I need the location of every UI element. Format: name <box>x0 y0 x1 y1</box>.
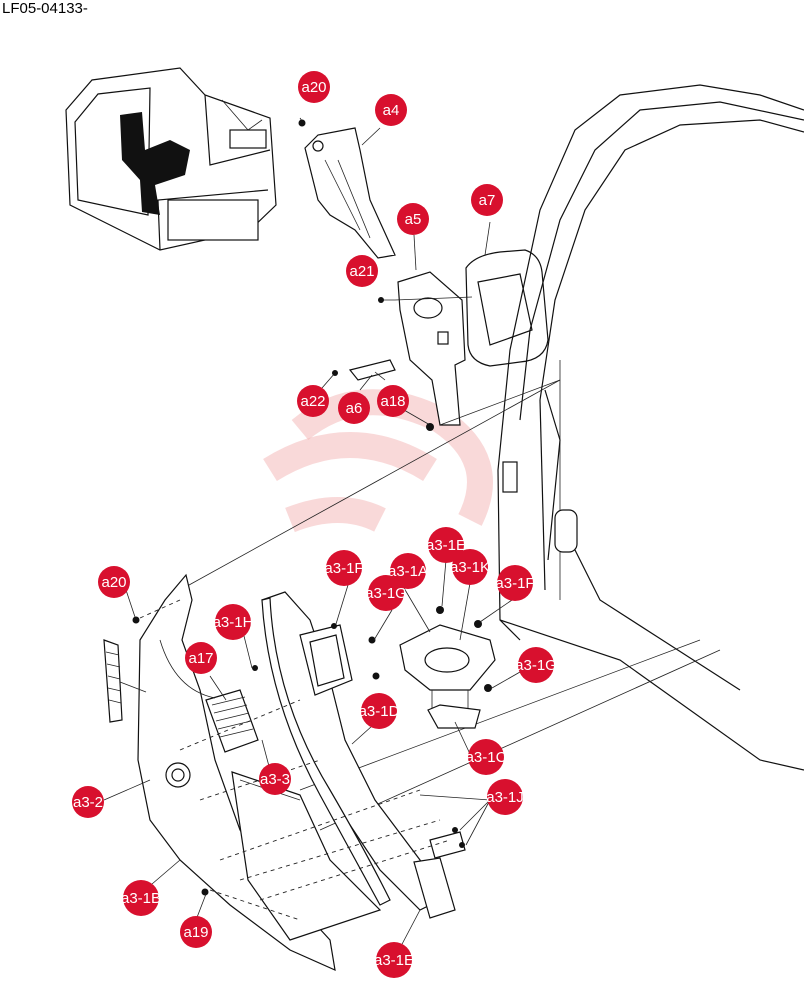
callout-label: a3-1F <box>495 575 534 592</box>
callout-a5: a5 <box>397 203 429 235</box>
callout-a3-1f-a: a3-1F <box>324 550 364 586</box>
callout-label: a3-1K <box>450 559 490 576</box>
cup-holder-tray <box>399 624 496 729</box>
bezel-frame-part <box>299 624 353 696</box>
callout-label: a3-2 <box>73 794 103 811</box>
callout-a3-1a: a3-1A <box>388 553 428 589</box>
callout-a20-top: a20 <box>298 71 330 103</box>
callout-a17: a17 <box>185 642 217 674</box>
callout-a3-1e-b: a3-1E <box>374 942 414 978</box>
callout-a3-1h: a3-1H <box>213 604 254 640</box>
callout-label: a17 <box>188 650 213 667</box>
grille-part <box>103 639 147 723</box>
callout-label: a20 <box>101 574 126 591</box>
callout-a4: a4 <box>375 94 407 126</box>
cab-frame-structure <box>497 84 804 771</box>
bracket-plate-part <box>397 271 466 426</box>
callout-label: a18 <box>380 393 405 410</box>
callout-a3-1c: a3-1C <box>466 739 507 775</box>
callout-label: a3-1A <box>388 563 428 580</box>
lower-bracket-part <box>413 831 466 919</box>
fasteners <box>132 599 492 921</box>
callout-label: a3-1J <box>486 789 524 806</box>
callout-a20-mid: a20 <box>98 566 130 598</box>
callout-a18: a18 <box>377 385 409 417</box>
callout-label: a3-1F <box>324 560 363 577</box>
monitor-display-part <box>465 249 549 367</box>
callout-label: a7 <box>479 192 496 209</box>
callout-label: a3-1G <box>515 657 557 674</box>
callout-a3-1j: a3-1J <box>486 779 524 815</box>
upper-cover-part <box>304 127 396 259</box>
callout-a22: a22 <box>297 385 329 417</box>
callout-a19: a19 <box>180 916 212 948</box>
callout-a3-1g-a: a3-1G <box>365 575 407 611</box>
callout-label: a22 <box>300 393 325 410</box>
callout-label: a5 <box>405 211 422 228</box>
callout-label: a3-1D <box>359 703 400 720</box>
callout-label: a3-1E <box>374 952 414 969</box>
trim-panels <box>231 591 441 941</box>
callout-label: a3-1H <box>213 614 254 631</box>
callout-label: a19 <box>183 924 208 941</box>
callout-label: a4 <box>383 102 400 119</box>
callout-label: a6 <box>346 400 363 417</box>
cab-overview-thumbnail <box>65 67 277 251</box>
callout-a3-1d: a3-1D <box>359 693 400 729</box>
callout-label: a3-1C <box>466 749 507 766</box>
callout-a3-1f-b: a3-1F <box>495 565 535 601</box>
callout-a3-3: a3-3 <box>259 763 291 795</box>
callout-a21: a21 <box>346 255 378 287</box>
callout-label: a21 <box>349 263 374 280</box>
callout-label: a20 <box>301 79 326 96</box>
alignment-lines <box>179 379 721 831</box>
callout-a3-1b: a3-1B <box>121 880 161 916</box>
callout-label: a3-3 <box>260 771 290 788</box>
callout-a3-1e: a3-1E <box>426 527 466 563</box>
callout-a3-2: a3-2 <box>72 786 104 818</box>
callout-label: a3-1G <box>365 585 407 602</box>
callout-layer: a20 a4 a5 a7 a21 a22 a6 a18 a20 a3-1F a3-1A a3-1E a3… <box>72 71 557 978</box>
upper-leader-lines <box>298 117 561 431</box>
callout-a3-1k: a3-1K <box>450 549 490 585</box>
lower-leader-lines <box>103 559 521 949</box>
callout-label: a3-1E <box>426 537 466 554</box>
callout-a6: a6 <box>338 392 370 424</box>
callout-a3-1g-b: a3-1G <box>515 647 557 683</box>
callout-a7: a7 <box>471 184 503 216</box>
callout-label: a3-1B <box>121 890 161 907</box>
page-code: LF05-04133- <box>2 0 88 17</box>
side-console-panel <box>137 573 336 972</box>
stay-bar-part <box>348 359 396 381</box>
